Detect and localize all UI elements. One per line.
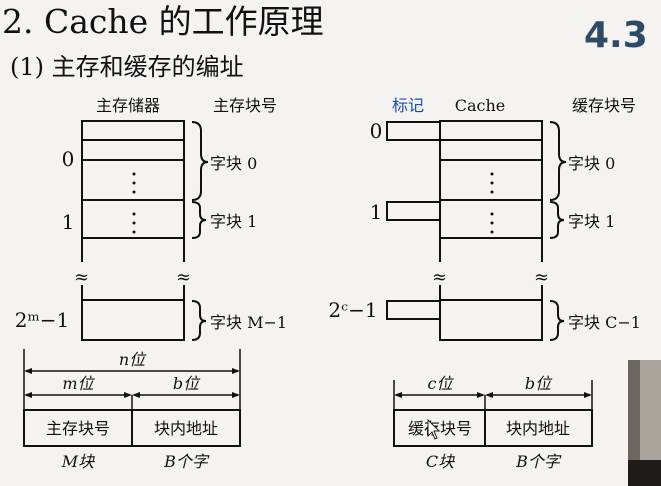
section-number-badge: 4.3: [584, 15, 648, 56]
cache-brace-label-1: 字块 1: [568, 212, 615, 231]
cache-row-index-last: 2ᶜ−1: [328, 298, 377, 322]
presenter-video-thumbnail: [628, 360, 661, 486]
main-memory-blocks: [81, 120, 185, 341]
cache-upper-block: [439, 120, 543, 239]
cache-field-in-block-address: 块内地址: [506, 419, 570, 438]
main-block-number-column-label: 主存块号: [213, 96, 277, 115]
svg-text:≈: ≈: [176, 267, 191, 288]
main-brace-label-0: 字块 0: [210, 154, 257, 173]
cache-address-field-box: [393, 409, 593, 447]
cache-squiggles: ≈ ≈: [432, 267, 549, 288]
cache-brace-label-last: 字块 C−1: [568, 313, 641, 332]
svg-text:≈: ≈: [432, 267, 447, 288]
cache-row-index-1: 1: [370, 200, 383, 224]
cache-dots: [490, 172, 494, 234]
cache-b-bits-label: b位: [525, 374, 553, 393]
cache-column-label: Cache: [455, 96, 506, 115]
main-address-width-label: n位: [119, 350, 147, 369]
cache-block-number-column-label: 缓存块号: [572, 96, 636, 115]
cache-row-index-0: 0: [370, 119, 383, 143]
cache-block-count-label: C块: [426, 452, 455, 471]
main-words-per-block-label: B个字: [163, 452, 210, 471]
cache-last-block: [439, 299, 543, 341]
main-m-bits-label: m位: [62, 374, 95, 393]
main-memory-diagram: 主存储器 主存块号 ≈ ≈ 0 1 2ᵐ−1 字块 0: [15, 96, 287, 471]
tag-cell-0: [386, 121, 441, 141]
main-memory-dots: [132, 172, 136, 234]
main-row-index-last: 2ᵐ−1: [15, 308, 69, 332]
main-field-in-block-address: 块内地址: [154, 419, 218, 438]
cache-diagram: 标记 Cache 缓存块号 ≈ ≈ 0 1 2ᶜ−1: [328, 96, 640, 471]
cache-c-bits-label: c位: [428, 374, 455, 393]
cache-address-arrowheads: [394, 392, 592, 398]
cache-blocks: [386, 120, 543, 341]
main-b-bits-label: b位: [173, 374, 201, 393]
main-memory-braces: [191, 121, 209, 341]
main-memory-column-label: 主存储器: [96, 96, 160, 115]
main-brace-label-last: 字块 M−1: [210, 313, 287, 332]
svg-text:≈: ≈: [74, 267, 89, 288]
tag-cell-last: [386, 300, 441, 320]
page-title: 2. Cache 的工作原理: [2, 2, 324, 41]
section-subtitle: (1) 主存和缓存的编址: [10, 53, 244, 81]
cache-words-per-block-label: B个字: [515, 452, 562, 471]
main-brace-label-1: 字块 1: [210, 212, 257, 231]
main-address-arrowheads: [24, 368, 240, 398]
main-block-count-label: M块: [61, 452, 95, 471]
mouse-cursor-icon: [427, 418, 441, 440]
main-memory-squiggles: ≈ ≈: [74, 267, 191, 288]
main-field-block-number: 主存块号: [46, 419, 110, 438]
main-memory-last-block: [81, 299, 185, 341]
tag-cell-1: [386, 201, 441, 221]
svg-text:≈: ≈: [534, 267, 549, 288]
tag-column-label: 标记: [392, 96, 424, 115]
main-memory-upper-block: [81, 120, 185, 239]
main-address-dimension-lines: [23, 349, 241, 410]
cache-braces: [549, 121, 567, 341]
cache-brace-label-0: 字块 0: [568, 154, 615, 173]
cache-address-dimension-lines: [393, 380, 593, 410]
main-row-index-1: 1: [62, 210, 75, 234]
main-row-index-0: 0: [62, 147, 75, 171]
cache-field-block-number: 缓存块号: [408, 419, 472, 438]
